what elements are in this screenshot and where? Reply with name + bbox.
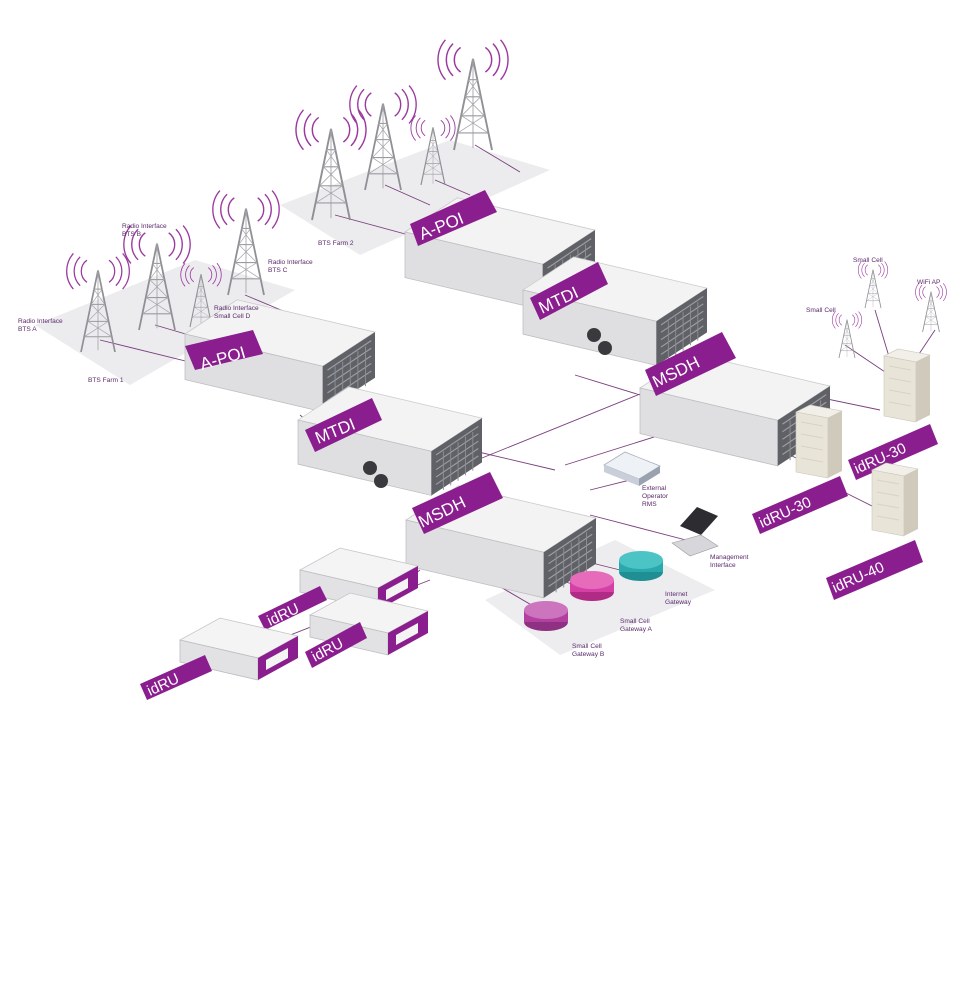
router-gateway-b-icon: [524, 601, 568, 631]
apoi-left: A-POI: [184, 299, 376, 413]
mtdi-right: MTDI: [522, 256, 708, 366]
wifi-ap-label: WiFi AP: [917, 279, 941, 286]
bts-farm-2-label: BTS Farm 2: [318, 240, 354, 247]
msdh-lower: MSDH: [405, 472, 597, 599]
idru-a-label: idRU: [265, 600, 302, 629]
small-cell-label-1: Small Cell: [853, 257, 883, 264]
small-cell-tower-2-icon: [831, 311, 863, 359]
wifi-ap-tower-icon: [915, 282, 947, 333]
router-internet-gateway-icon: [619, 551, 663, 581]
router-gateway-a-icon: [570, 571, 614, 601]
mtdi-left: MTDI: [297, 386, 483, 496]
management-laptop-icon: [671, 507, 719, 557]
idru-c-label: idRU: [145, 670, 182, 699]
bts-farm-2-platform: [280, 140, 550, 255]
apoi-right: A-POI: [404, 190, 596, 311]
idru30-a-label: idRU-30: [757, 494, 814, 532]
idru-b-label: idRU: [309, 635, 346, 666]
external-oms-server-icon: [603, 451, 661, 486]
idru-unit-c: idRU: [140, 617, 299, 700]
bts-farm-1-label: BTS Farm 1: [88, 377, 124, 384]
small-cell-tower-icon: [857, 261, 889, 309]
small-cell-label-2: Small Cell: [806, 307, 836, 314]
bts-farm-1-platform: [35, 260, 295, 385]
idru30-unit-b: idRU-30: [848, 348, 938, 480]
idru-unit-b: idRU: [305, 592, 429, 668]
